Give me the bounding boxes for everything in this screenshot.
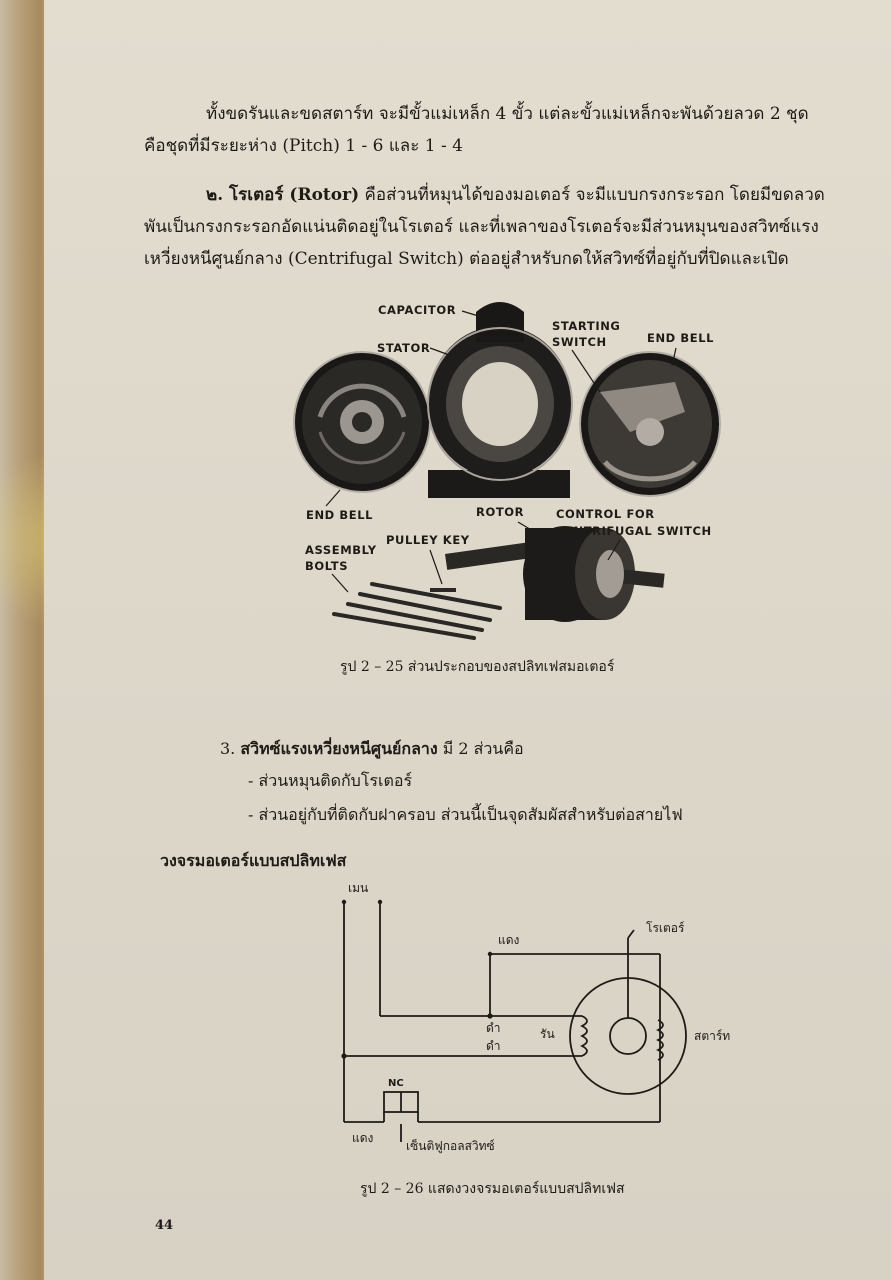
assembly-bolts-image bbox=[332, 582, 502, 640]
capacitor-label: CAPACITOR bbox=[378, 303, 456, 317]
section-3-item-2: - ส่วนอยู่กับที่ติดกับฝาครอบ ส่วนนี้เป็น… bbox=[248, 805, 683, 824]
page-number: 44 bbox=[155, 1218, 174, 1233]
split-phase-circuit-diagram: เมน แดง โรเตอร์ ดำ ดำ รัน สตาร์ท NC แดง … bbox=[341, 881, 730, 1154]
main-label: เมน bbox=[348, 881, 368, 895]
figure-2-caption: รูป 2 – 26 แสดงวงจรมอเตอร์แบบสปลิทเฟส bbox=[360, 1181, 625, 1197]
centrifugal-switch-label: เซ็นติฟูกอลสวิทซ์ bbox=[406, 1138, 495, 1154]
book-page bbox=[44, 0, 891, 1280]
end-bell-left-label: END BELL bbox=[306, 508, 373, 522]
section-3-title: สวิทซ์แรงเหวี่ยงหนีศูนย์กลาง bbox=[240, 739, 438, 758]
rotor-heading: ๒. โรเตอร์ (Rotor) bbox=[206, 185, 360, 205]
section-3-item-1: - ส่วนหมุนติดกับโรเตอร์ bbox=[248, 771, 413, 790]
motor-parts-figure: CAPACITOR STATOR STARTING SWITCH END BEL… bbox=[293, 302, 721, 640]
red-bottom-label: แดง bbox=[352, 1131, 373, 1145]
end-bell-right-label: END BELL bbox=[647, 331, 714, 345]
starting-switch-label-1: STARTING bbox=[552, 319, 620, 333]
paragraph-1: ทั้งขดรันและขดสตาร์ท จะมีขั้วแม่เหล็ก 4 … bbox=[144, 98, 864, 162]
run-label: รัน bbox=[540, 1027, 555, 1041]
rotor-circuit-label: โรเตอร์ bbox=[646, 921, 685, 935]
paragraph-1-line-2: คือชุดที่มีระยะห่าง (Pitch) 1 - 6 และ 1 … bbox=[144, 136, 463, 156]
assembly-bolts-label-1: ASSEMBLY bbox=[305, 543, 377, 557]
black-2-label: ดำ bbox=[486, 1039, 501, 1053]
section-3-title-rest: มี 2 ส่วนคือ bbox=[437, 739, 524, 758]
start-label: สตาร์ท bbox=[694, 1029, 730, 1043]
figure-1-caption: รูป 2 – 25 ส่วนประกอบของสปลิทเฟสมอเตอร์ bbox=[340, 659, 615, 675]
red-top-label: แดง bbox=[498, 933, 519, 947]
starting-switch-label-2: SWITCH bbox=[552, 335, 607, 349]
pulley-key-label: PULLEY KEY bbox=[386, 533, 470, 547]
pulley-key-image bbox=[430, 588, 456, 592]
paragraph-2-line-1-rest: คือส่วนที่หมุนได้ของมอเตอร์ จะมีแบบกรงกร… bbox=[359, 185, 825, 205]
stator-label: STATOR bbox=[377, 341, 430, 355]
black-1-label: ดำ bbox=[486, 1021, 501, 1035]
rotor-image bbox=[445, 526, 665, 622]
paragraph-2-line-3: เหวี่ยงหนีศูนย์กลาง (Centrifugal Switch)… bbox=[144, 249, 789, 269]
right-end-bell-image bbox=[579, 351, 721, 497]
stator-image bbox=[427, 302, 573, 498]
section-3-number: 3. bbox=[220, 739, 236, 758]
circuit-heading: วงจรมอเตอร์แบบสปลิทเฟส bbox=[160, 851, 347, 870]
paragraph-2-line-2: พันเป็นกรงกระรอกอัดแน่นติดอยู่ในโรเตอร์ … bbox=[144, 217, 819, 237]
paragraph-1-line-1: ทั้งขดรันและขดสตาร์ท จะมีขั้วแม่เหล็ก 4 … bbox=[206, 104, 809, 124]
left-end-bell-image bbox=[293, 351, 431, 493]
rotor-label: ROTOR bbox=[476, 505, 524, 519]
control-label-2: CENTRIFUGAL SWITCH bbox=[556, 524, 712, 538]
paragraph-2: ๒. โรเตอร์ (Rotor) คือส่วนที่หมุนได้ของม… bbox=[144, 179, 864, 275]
section-3-heading: 3. สวิทซ์แรงเหวี่ยงหนีศูนย์กลาง มี 2 ส่ว… bbox=[220, 734, 524, 764]
control-label-1: CONTROL FOR bbox=[556, 507, 655, 521]
paragraph-2-line-1: ๒. โรเตอร์ (Rotor) คือส่วนที่หมุนได้ของม… bbox=[144, 179, 864, 211]
nc-label: NC bbox=[388, 1078, 404, 1089]
assembly-bolts-label-2: BOLTS bbox=[305, 559, 348, 573]
